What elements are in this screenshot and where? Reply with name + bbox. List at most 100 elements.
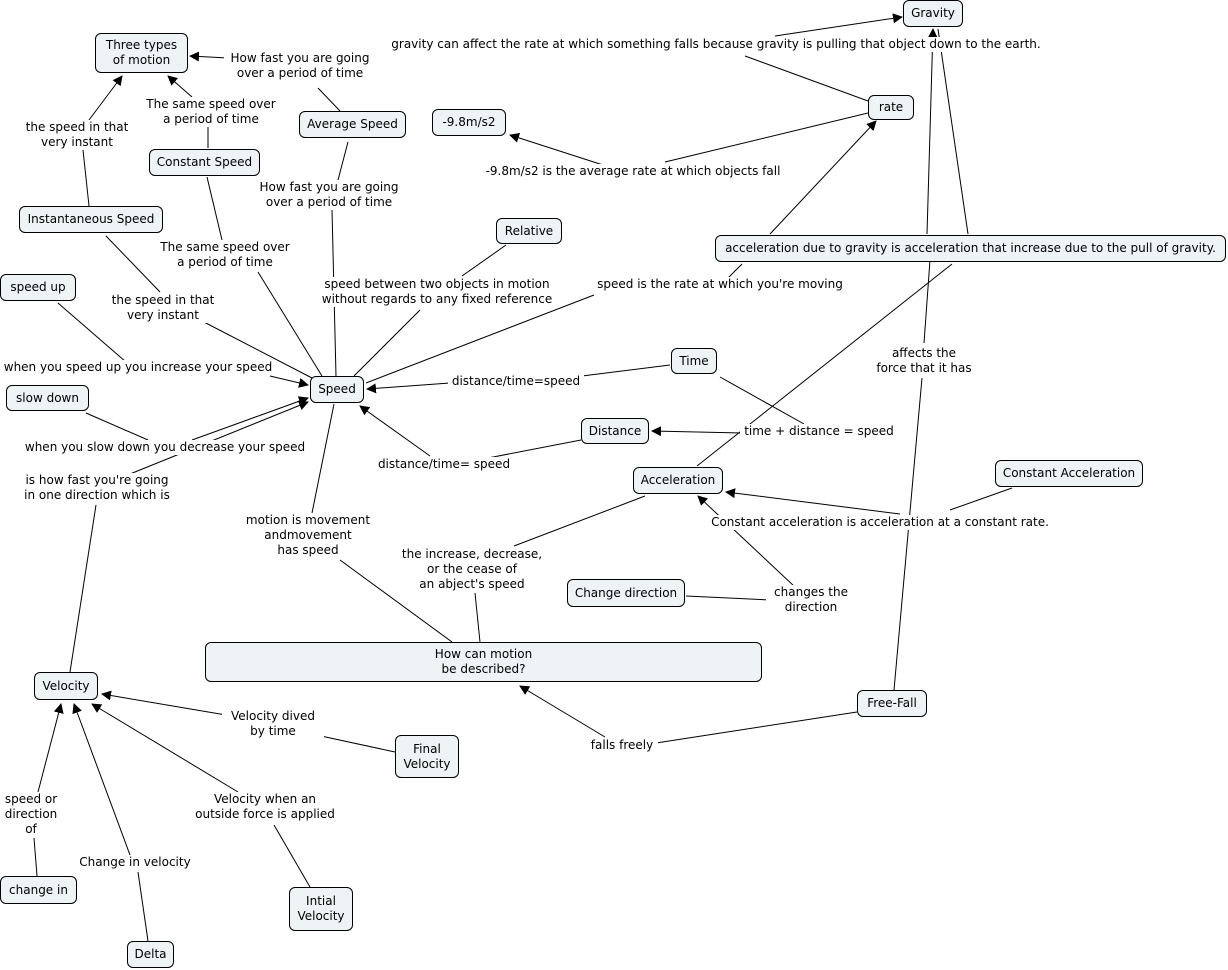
link-accelgrav-to-rate	[769, 120, 877, 235]
label-how-fast-mid: How fast you are going over a period of …	[253, 180, 405, 210]
link-instspeed-to-label	[82, 149, 90, 207]
link-motion-label-to-speed	[311, 403, 335, 514]
link-slowdown-down	[85, 412, 149, 441]
label-speed-rate: speed is the rate at which you're moving	[593, 277, 847, 292]
node-instantaneous-speed[interactable]: Instantaneous Speed	[19, 206, 163, 233]
link-constspeed-down	[206, 176, 223, 241]
node-neg-9-8[interactable]: -9.8m/s2	[432, 109, 506, 136]
node-initial-velocity[interactable]: Intial Velocity	[289, 887, 353, 931]
link-speedup-label-to-speed	[269, 375, 309, 388]
link-howmotion-to-accel-label	[474, 592, 481, 643]
label-falls-freely: falls freely	[586, 738, 658, 753]
node-change-in[interactable]: change in	[0, 876, 77, 904]
link-changedir-to-label	[685, 595, 771, 601]
link-final-label-to-velocity	[101, 690, 227, 716]
label-distance-speed: distance/time= speed	[372, 457, 516, 472]
node-three-types-of-motion[interactable]: Three types of motion	[95, 33, 188, 73]
link-sod-label-to-velocity	[37, 703, 64, 793]
link-avgspeed-to-label	[317, 87, 341, 112]
label-instant-top: the speed in that very instant	[20, 120, 134, 150]
link-accel-label-to-acceleration	[513, 495, 646, 547]
label-final-velocity-def: Velocity dived by time	[222, 709, 324, 739]
link-time-to-td-label	[719, 376, 805, 425]
node-final-velocity[interactable]: Final Velocity	[395, 735, 459, 778]
label-changes-direction: changes the direction	[766, 585, 856, 615]
link-relative-down	[461, 244, 507, 277]
link-howmotion-to-motion-label	[339, 559, 453, 643]
label-speed-up-def: when you speed up you increase your spee…	[0, 360, 276, 375]
label-same-speed-mid: The same speed over a period of time	[154, 240, 296, 270]
link-finalvel-to-label	[320, 735, 396, 753]
link-label2-to-three-types	[167, 75, 193, 98]
link-speedup-down	[57, 302, 127, 363]
link-vel-label-to-speed	[129, 400, 309, 475]
link-dist-label-to-speed	[359, 405, 431, 457]
label-speed-or-direction: speed or direction of	[0, 792, 62, 837]
node-constant-acceleration[interactable]: Constant Acceleration	[995, 460, 1143, 487]
label-change-in-velocity: Change in velocity	[74, 855, 196, 870]
link-constaccel-to-label	[949, 487, 1013, 511]
node-relative[interactable]: Relative	[496, 218, 562, 244]
node-speed[interactable]: Speed	[310, 376, 364, 403]
link-speed-to-rate-label	[365, 294, 595, 384]
link-accelgrav-to-gravity-2	[937, 28, 969, 235]
link-accelgrav-to-gravity	[926, 28, 938, 235]
label-initial-velocity-def: Velocity when an outside force is applie…	[190, 792, 340, 822]
node-delta[interactable]: Delta	[127, 941, 174, 968]
link-changedir-label-to-acceleration	[697, 495, 796, 588]
node-how-can-motion-be-described[interactable]: How can motion be described?	[205, 642, 762, 682]
link-label-to-gravity	[774, 13, 903, 37]
link-label-to-three-types	[189, 51, 229, 62]
label-accel-def: the increase, decrease, or the cease of …	[396, 547, 548, 592]
node-free-fall[interactable]: Free-Fall	[857, 690, 927, 717]
link-rate-to-label	[744, 55, 869, 102]
node-acceleration[interactable]: Acceleration	[633, 467, 723, 494]
label-motion-speed: motion is movement andmovement has speed	[238, 513, 378, 558]
node-slow-down[interactable]: slow down	[6, 385, 89, 411]
link-acceleration-to-accelgrav	[696, 263, 953, 467]
link-distance-to-label	[487, 439, 582, 459]
link-initial-label-to-velocity	[91, 703, 239, 793]
label-constant-accel-def: Constant acceleration is acceleration at…	[707, 515, 1053, 530]
link-rate-to-avg-label	[664, 112, 869, 163]
label-instant-mid: the speed in that very instant	[106, 293, 220, 323]
link-civ-label-to-velocity	[72, 703, 131, 856]
link-delta-to-label	[137, 871, 149, 942]
node-change-direction[interactable]: Change direction	[567, 579, 685, 607]
label-time-speed: distance/time=speed	[448, 374, 584, 389]
link-constaccel-label-to-acceleration	[725, 488, 901, 515]
link-initialvel-to-label	[273, 824, 311, 888]
node-velocity[interactable]: Velocity	[34, 672, 98, 700]
link-td-label-to-distance	[651, 426, 743, 437]
link-rate-label-to-accelgrav	[727, 263, 743, 279]
link-changein-to-label	[33, 837, 38, 877]
label-time-distance: time + distance = speed	[740, 424, 898, 439]
node-constant-speed[interactable]: Constant Speed	[149, 149, 260, 176]
link-slowdown-label-to-speed	[191, 396, 309, 441]
label-how-fast-top: How fast you are going over a period of …	[224, 51, 376, 81]
link-freefall-to-affects-label	[893, 377, 923, 691]
label-gravity-falls: gravity can affect the rate at which som…	[387, 37, 1045, 52]
label-affects-force: affects the force that it has	[870, 346, 978, 376]
link-time-label-to-speed	[366, 382, 451, 394]
link-inst-label-to-speed	[199, 319, 313, 379]
link-falls-label-to-howmotion	[519, 685, 606, 738]
node-speed-up[interactable]: speed up	[0, 274, 76, 301]
link-avgspeed-down	[337, 141, 349, 181]
node-average-speed[interactable]: Average Speed	[299, 111, 406, 138]
node-gravity[interactable]: Gravity	[903, 0, 963, 27]
link-instspeed-down	[105, 235, 161, 293]
node-distance[interactable]: Distance	[581, 418, 649, 444]
label-avg-rate-fall: -9.8m/s2 is the average rate at which ob…	[478, 164, 788, 179]
link-const-label-to-speed	[257, 271, 323, 377]
label-relative-def: speed between two objects in motion with…	[315, 277, 559, 307]
link-avg-label-to-neg98	[509, 133, 604, 166]
link-freefall-to-falls-label	[655, 711, 858, 744]
node-time[interactable]: Time	[671, 348, 717, 374]
label-same-speed-top: The same speed over a period of time	[140, 97, 282, 127]
link-rel-label-to-speed	[353, 309, 421, 377]
node-rate[interactable]: rate	[868, 95, 914, 120]
link-time-to-label	[581, 364, 671, 377]
node-acceleration-due-to-gravity[interactable]: acceleration due to gravity is accelerat…	[715, 235, 1226, 262]
